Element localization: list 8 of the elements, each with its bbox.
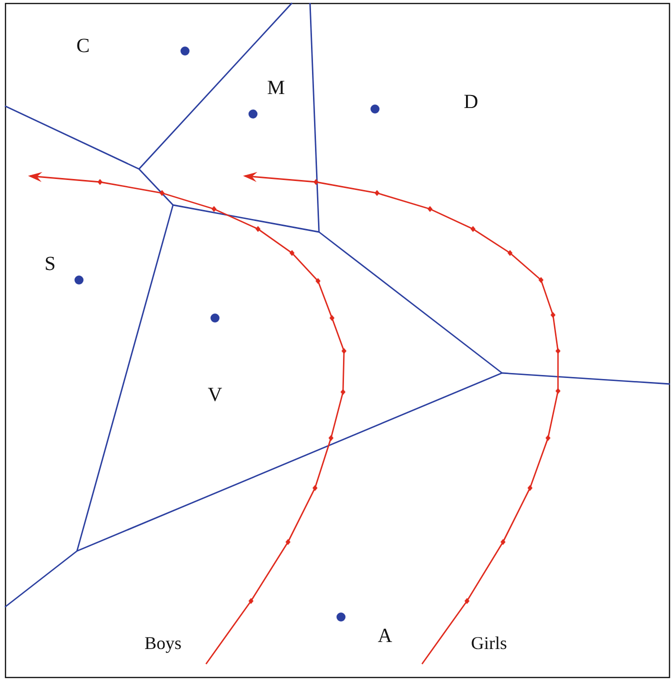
region-label: C bbox=[76, 36, 90, 56]
curve-label: Boys bbox=[144, 634, 182, 652]
region-label: M bbox=[267, 78, 285, 98]
region-label: D bbox=[464, 92, 478, 112]
region-label: S bbox=[44, 254, 56, 274]
curve-label: Girls bbox=[471, 634, 507, 652]
region-label: V bbox=[208, 385, 222, 405]
region-label: A bbox=[378, 626, 392, 646]
